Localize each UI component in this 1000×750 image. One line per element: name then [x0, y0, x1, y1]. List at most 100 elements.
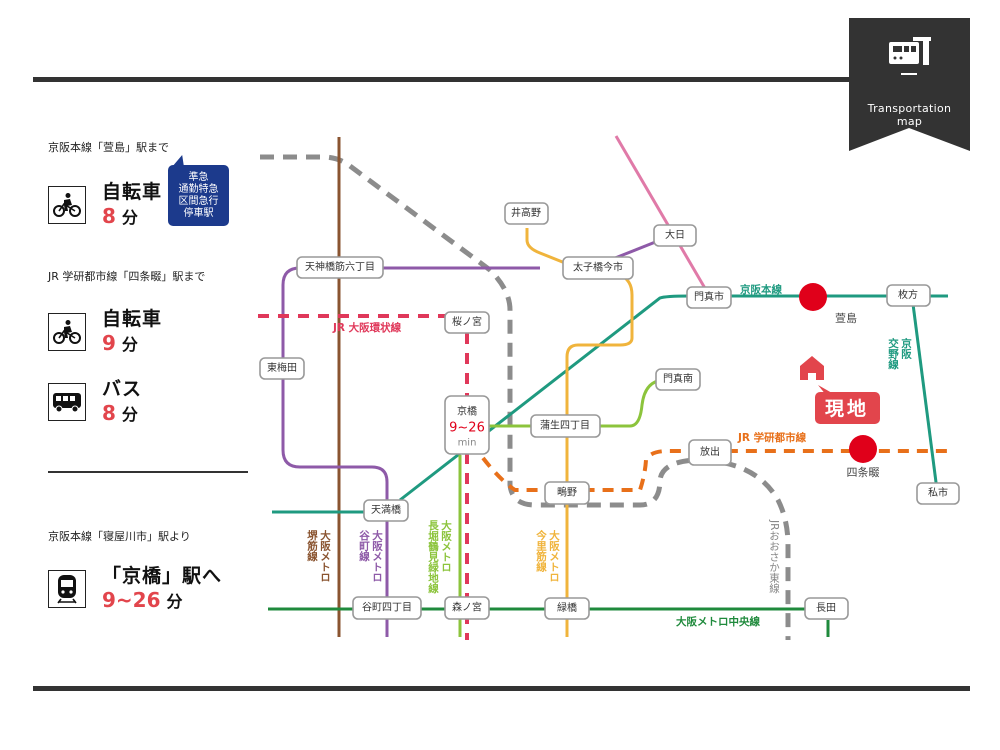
line-tanimachi-dainichi: [589, 235, 669, 270]
badge-title-line2: map: [896, 115, 923, 128]
station-kadomaminami: 門真南: [655, 368, 701, 391]
station-gamo: 蒲生四丁目: [530, 414, 601, 438]
label-shijonawate: 四条畷: [847, 465, 880, 479]
site-badge: [815, 392, 880, 424]
label-chuo: 大阪メトロ中央線: [676, 615, 760, 628]
station-tenjinbashi: 天神橋筋六丁目: [296, 256, 384, 279]
label-tanimachi-1: 大阪メトロ: [371, 529, 383, 582]
svg-text:井高野: 井高野: [511, 206, 541, 219]
line-tanimachi: [281, 266, 540, 637]
mode-unit: 分: [121, 335, 138, 354]
callout-line: 停車駅: [183, 208, 214, 219]
mode-train-kyobashi: 「京橋」駅へ 9~26 分: [48, 564, 222, 614]
transportation-map-badge: Transportation map: [849, 18, 970, 151]
label-tanimachi-2: 谷町線: [358, 529, 370, 562]
callout-line: 準急: [188, 172, 209, 183]
mode-label: 自転車: [102, 308, 163, 330]
train-station-icon: [889, 37, 931, 65]
svg-text:京橋: 京橋: [457, 405, 477, 418]
station-higashiumeda: 東梅田: [259, 357, 305, 380]
svg-text:天神橋筋六丁目: 天神橋筋六丁目: [305, 260, 375, 273]
mode-unit: 分: [121, 405, 138, 424]
label-jr-loop: JR 大阪環状線: [332, 321, 402, 334]
bus-icon: [48, 383, 86, 421]
label-nagahori-1: 大阪メトロ: [440, 519, 452, 572]
callout-line: 通勤特急: [178, 184, 219, 195]
svg-text:天満橋: 天満橋: [371, 503, 401, 516]
badge-title-line1: Transportation: [867, 102, 952, 115]
kyobashi-unit: min: [458, 438, 477, 449]
train-icon: [48, 570, 86, 608]
svg-text:大日: 大日: [665, 228, 685, 241]
svg-text:太子橋今市: 太子橋今市: [573, 261, 623, 274]
mode-time: 8: [102, 401, 116, 425]
kyobashi-time: 9~26: [449, 421, 485, 436]
section-heading-shijonawate: JR 学研都市線「四条畷」駅まで: [48, 270, 206, 283]
label-sakaisuji-1: 大阪メトロ: [319, 529, 331, 582]
station-midoribashi: 緑橋: [544, 597, 590, 620]
line-jr-gakken: [481, 449, 948, 492]
label-jr-higashi: JRおおさか東線: [768, 519, 780, 593]
station-nagata: 長田: [804, 597, 849, 620]
line-chuo: [268, 607, 830, 637]
bottom-rule: [33, 686, 970, 691]
label-sakaisuji-2: 堺筋線: [306, 529, 318, 562]
svg-text:門真南: 門真南: [663, 372, 693, 385]
station-temmabashi: 天満橋: [363, 499, 409, 522]
label-katano-1: 京阪: [900, 337, 912, 360]
section-heading-kayashima: 京阪本線「萱島」駅まで: [48, 141, 169, 154]
station-tanimachi4: 谷町四丁目: [352, 596, 422, 620]
label-imazatosuji-2: 今里筋線: [535, 529, 547, 573]
svg-text:放出: 放出: [700, 445, 720, 458]
svg-text:緑橋: 緑橋: [557, 601, 577, 614]
station-morinomiya: 森ノ宮: [444, 596, 490, 620]
svg-text:東梅田: 東梅田: [267, 361, 297, 374]
marker-shijonawate: [849, 435, 877, 463]
top-rule: [33, 77, 853, 82]
mode-label: 自転車: [102, 181, 163, 203]
section-heading-neyagawashi: 京阪本線「寝屋川市」駅より: [48, 530, 191, 543]
svg-text:枚方: 枚方: [898, 288, 918, 301]
svg-text:長田: 長田: [816, 602, 836, 614]
line-imazatosuji: [525, 228, 634, 637]
svg-text:谷町四丁目: 谷町四丁目: [362, 602, 412, 614]
mode-time: 9~26: [102, 588, 161, 612]
station-kyobashi: 京橋 9~26 min: [444, 395, 490, 455]
mode-label: 「京橋」駅へ: [102, 565, 223, 587]
callout-line: 区間急行: [178, 196, 219, 207]
svg-text:森ノ宮: 森ノ宮: [452, 601, 482, 614]
station-kisaichi: 私市: [916, 482, 960, 505]
bicycle-icon: [48, 186, 86, 224]
line-jr-osaka-higashi: [260, 154, 791, 640]
label-imazatosuji-1: 大阪メトロ: [548, 529, 560, 582]
station-sakuranomiya: 桜ノ宮: [444, 311, 490, 334]
label-kayashima: 萱島: [835, 311, 857, 325]
station-kadomashi: 門真市: [686, 286, 732, 309]
mode-unit: 分: [121, 208, 138, 227]
mode-unit: 分: [166, 592, 183, 611]
station-dainichi: 大日: [653, 224, 697, 247]
line-pink: [614, 135, 708, 291]
station-igano: 井高野: [504, 202, 549, 225]
label-nagahori-2: 長堀鶴見緑地線: [427, 520, 439, 594]
station-shigino: 鴫野: [544, 481, 590, 505]
label-jr-gakken: JR 学研都市線: [737, 431, 807, 444]
badge-ribbon: [849, 18, 970, 151]
mode-time: 9: [102, 331, 116, 355]
station-hanaten: 放出: [688, 439, 732, 466]
mode-time: 8: [102, 204, 116, 228]
station-taishibashi: 太子橋今市: [562, 256, 634, 280]
svg-text:蒲生四丁目: 蒲生四丁目: [540, 419, 590, 432]
site-label: 現地: [825, 397, 869, 420]
svg-text:桜ノ宮: 桜ノ宮: [452, 315, 482, 328]
mode-label: バス: [102, 378, 143, 400]
station-hirakata: 枚方: [886, 284, 931, 307]
express-stop-callout: 準急 通勤特急 区間急行 停車駅: [168, 165, 229, 226]
line-keihan-main: [272, 294, 948, 514]
line-keihan-katano: [911, 303, 939, 491]
line-nagahori-east: [485, 378, 666, 428]
marker-kayashima: [799, 283, 827, 311]
bicycle-icon: [48, 313, 86, 351]
